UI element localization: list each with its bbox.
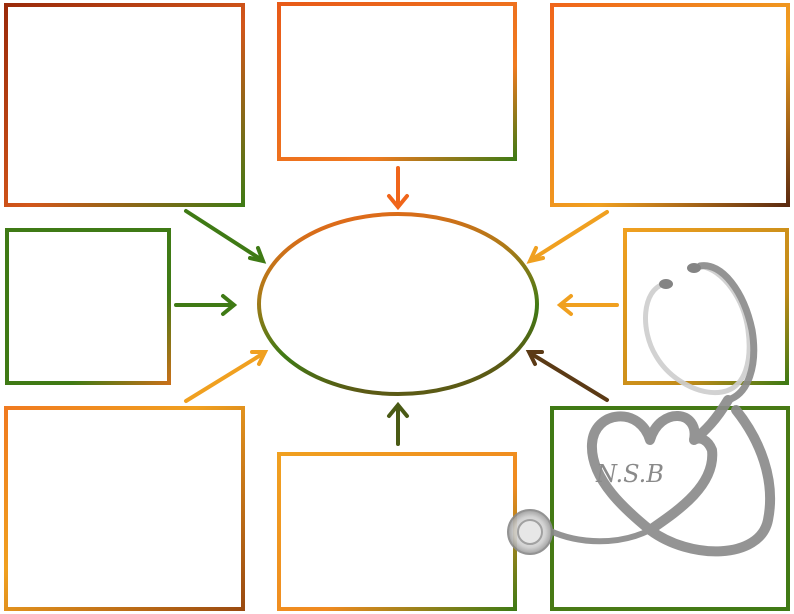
box-top-center (279, 4, 515, 159)
arrow-top-right (530, 212, 607, 261)
box-top-left (6, 5, 243, 205)
box-bottom-left (6, 408, 243, 609)
watermark-signature: N.S.B (595, 460, 664, 488)
central-ellipse (259, 214, 537, 394)
arrow-bottom-left (186, 352, 265, 401)
arrow-top-left (186, 211, 263, 261)
box-middle-right (625, 230, 787, 383)
arrow-bottom-right (529, 352, 607, 400)
box-middle-left (7, 230, 169, 383)
arrow-middle-right (560, 296, 617, 314)
arrow-top-center (389, 168, 407, 207)
box-top-right (552, 5, 788, 205)
arrow-bottom-center (389, 405, 407, 444)
box-bottom-center (279, 454, 515, 609)
arrow-middle-left (176, 296, 234, 314)
